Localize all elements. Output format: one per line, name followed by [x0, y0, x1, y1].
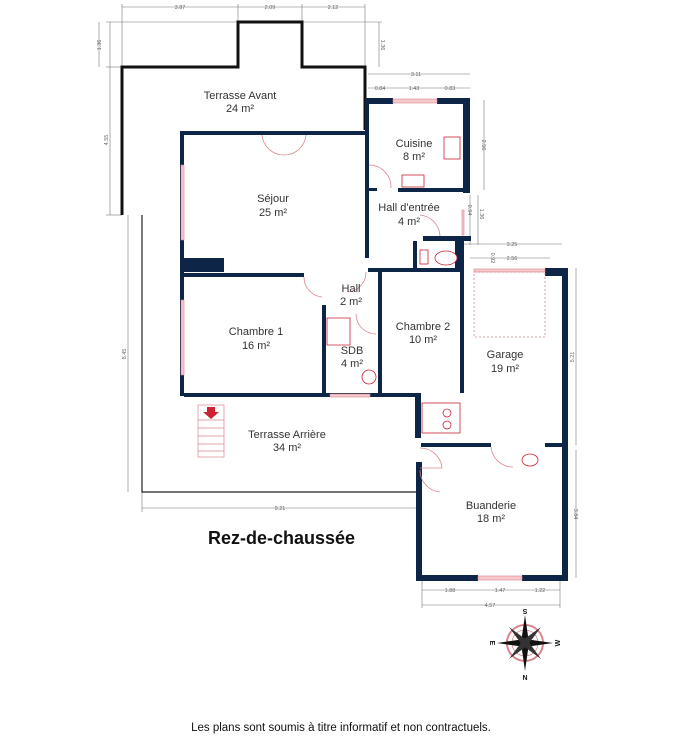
- svg-text:Chambre 1: Chambre 1: [229, 326, 283, 338]
- dimension-lines: [98, 4, 577, 608]
- svg-text:1.47: 1.47: [495, 588, 506, 594]
- svg-text:2.12: 2.12: [328, 5, 339, 11]
- front-terrace-outline: [120, 20, 367, 215]
- floor-title: Rez-de-chaussée: [208, 528, 356, 548]
- svg-text:5.21: 5.21: [570, 352, 576, 363]
- windows: [180, 98, 546, 581]
- svg-text:Hall: Hall: [342, 283, 361, 295]
- kitchen-sink-icon: [401, 174, 425, 188]
- svg-text:18 m²: 18 m²: [477, 513, 505, 525]
- svg-text:1.22: 1.22: [535, 588, 546, 594]
- shower-icon: [326, 317, 351, 346]
- svg-text:E: E: [488, 641, 495, 646]
- svg-text:1.36: 1.36: [478, 209, 484, 220]
- svg-text:19 m²: 19 m²: [491, 363, 519, 375]
- svg-text:16 m²: 16 m²: [242, 340, 270, 352]
- svg-text:2 m²: 2 m²: [340, 296, 362, 308]
- svg-text:0.92: 0.92: [489, 253, 495, 264]
- svg-text:2.56: 2.56: [480, 140, 486, 151]
- svg-text:0.94: 0.94: [466, 205, 472, 216]
- svg-text:Hall d'entrée: Hall d'entrée: [378, 202, 439, 214]
- svg-text:SDB: SDB: [341, 345, 364, 357]
- room-labels: Terrasse Avant 24 m² Séjour 25 m² Cuisin…: [204, 90, 524, 525]
- svg-text:4.57: 4.57: [485, 603, 496, 609]
- svg-text:3.25: 3.25: [507, 242, 518, 248]
- boiler-icon: [421, 402, 461, 434]
- svg-text:4.55: 4.55: [104, 135, 110, 146]
- compass-rose-icon: S N E W: [488, 607, 562, 682]
- disclaimer-text: Les plans sont soumis à titre informatif…: [191, 722, 491, 734]
- dimension-labels: 3.87 2.09 2.12 1.36 1.36 4.55 3.11 0.84 …: [97, 5, 578, 609]
- doors: [261, 134, 514, 493]
- svg-text:Séjour: Séjour: [257, 193, 289, 205]
- svg-text:Chambre 2: Chambre 2: [396, 321, 450, 333]
- room-name: Terrasse Avant: [204, 90, 277, 102]
- stove-icon: [443, 136, 461, 160]
- svg-text:8 m²: 8 m²: [403, 151, 425, 163]
- garage-door-icon: [473, 271, 546, 338]
- svg-text:8.45: 8.45: [122, 349, 128, 360]
- svg-text:1.88: 1.88: [445, 588, 456, 594]
- svg-text:3.87: 3.87: [175, 5, 186, 11]
- svg-text:W: W: [555, 639, 562, 646]
- laundry-sink-icon: [521, 453, 539, 467]
- svg-text:1.36: 1.36: [379, 40, 385, 51]
- svg-text:0.84: 0.84: [375, 86, 386, 92]
- washbasin-icon: [361, 369, 377, 385]
- toilet-icon: [434, 250, 458, 266]
- svg-text:2.09: 2.09: [265, 5, 276, 11]
- back-terrace-outline: [141, 215, 418, 493]
- room-area: 24 m²: [226, 103, 254, 115]
- svg-text:S: S: [522, 607, 527, 614]
- svg-text:9.21: 9.21: [275, 506, 286, 512]
- svg-text:4 m²: 4 m²: [398, 216, 420, 228]
- svg-text:1.43: 1.43: [409, 86, 420, 92]
- svg-text:3.84: 3.84: [572, 509, 578, 520]
- svg-text:0.83: 0.83: [445, 86, 456, 92]
- fixtures: [326, 136, 546, 467]
- svg-text:Cuisine: Cuisine: [396, 138, 433, 150]
- svg-text:Buanderie: Buanderie: [466, 500, 516, 512]
- stairs-icon: [197, 404, 225, 458]
- svg-text:2.56: 2.56: [507, 256, 518, 262]
- walls: [180, 98, 568, 581]
- svg-text:10 m²: 10 m²: [409, 334, 437, 346]
- svg-text:3.11: 3.11: [411, 72, 421, 78]
- svg-text:N: N: [522, 675, 527, 682]
- svg-text:Terrasse Arrière: Terrasse Arrière: [248, 429, 326, 441]
- svg-text:1.36: 1.36: [97, 40, 103, 51]
- svg-text:4 m²: 4 m²: [341, 358, 363, 370]
- svg-text:34 m²: 34 m²: [273, 442, 301, 454]
- svg-text:25 m²: 25 m²: [259, 207, 287, 219]
- hand-basin-icon: [419, 249, 429, 265]
- svg-text:Garage: Garage: [487, 349, 524, 361]
